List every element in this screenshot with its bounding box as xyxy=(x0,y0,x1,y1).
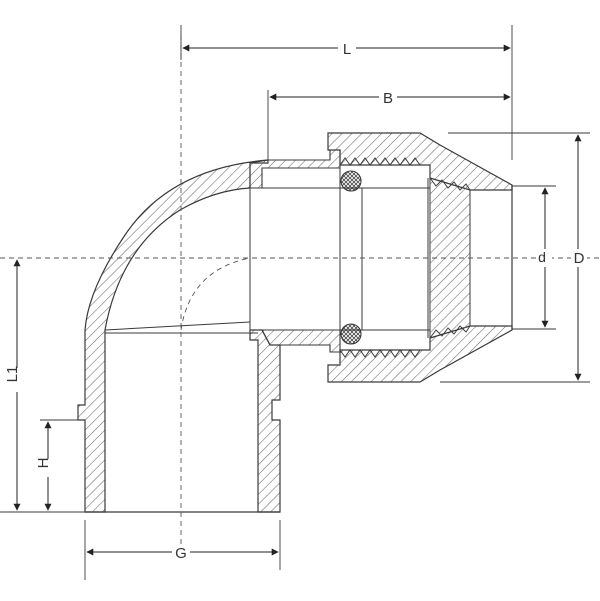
pipe-insert xyxy=(262,168,430,350)
elbow-body xyxy=(77,149,341,513)
center-lines xyxy=(0,35,600,545)
extension-lines xyxy=(0,25,590,580)
label-D: D xyxy=(574,250,585,267)
dimension-labels: L B D d L1 H G xyxy=(4,40,587,562)
thread-top xyxy=(339,157,421,166)
o-ring-top xyxy=(340,170,362,192)
label-G: G xyxy=(175,545,187,562)
label-B: B xyxy=(383,90,393,107)
label-H: H xyxy=(35,458,52,469)
o-ring-bottom xyxy=(340,323,362,345)
label-L1: L1 xyxy=(4,366,21,383)
elbow-outer-wall xyxy=(77,159,269,513)
spigot-right-wall xyxy=(249,329,281,513)
bore-line-top xyxy=(104,321,251,331)
label-L: L xyxy=(343,41,351,58)
thread-bottom xyxy=(339,349,421,358)
label-d: d xyxy=(538,249,546,265)
bend-centerline xyxy=(180,257,251,331)
compression-nut xyxy=(327,132,513,383)
body-upper-wall xyxy=(249,149,341,189)
nut-top xyxy=(327,132,513,191)
nut-bottom xyxy=(327,325,513,383)
